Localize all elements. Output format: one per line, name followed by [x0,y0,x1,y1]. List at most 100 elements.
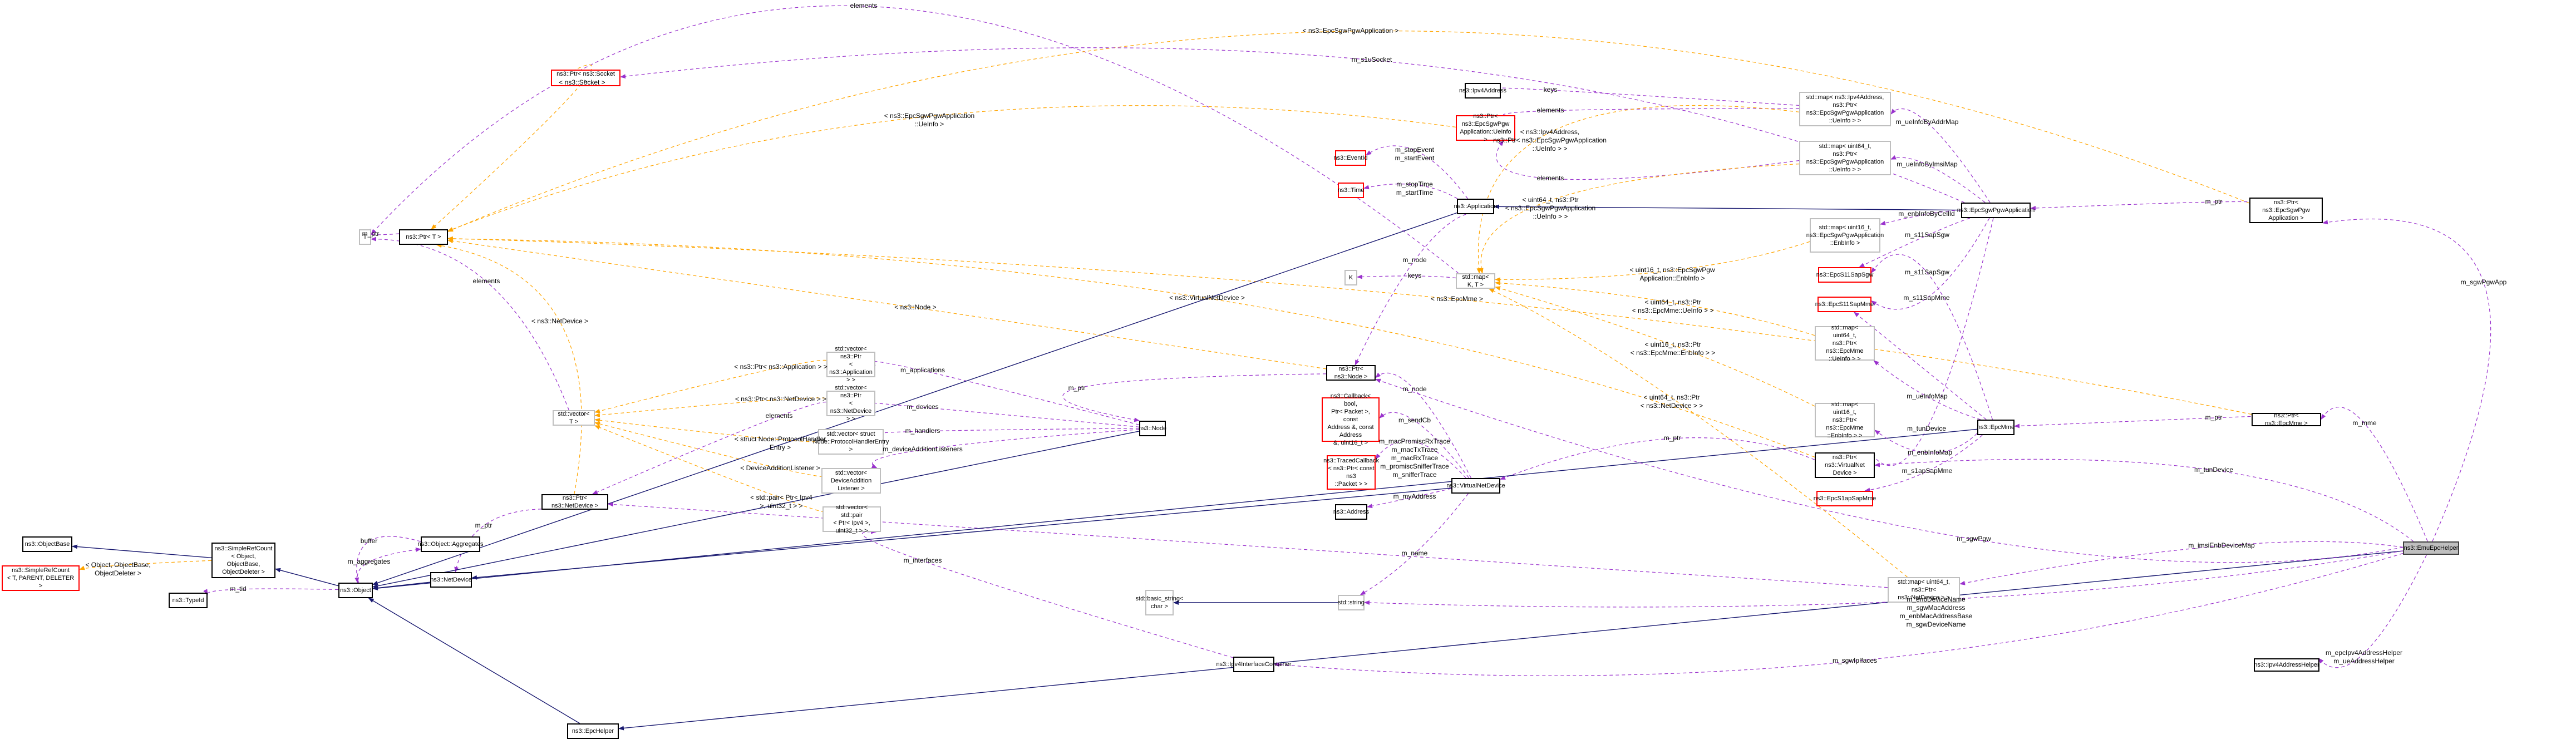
class-node-node[interactable]: ns3::Node [1139,421,1166,436]
class-node-epc-mme[interactable]: ns3::EpcMme [1977,420,2014,435]
edge-usage-emu-epc-helper-to-ptr-vnd [1874,459,2414,542]
class-node-ptr-node[interactable]: ns3::Ptr< ns3::Node > [1326,365,1376,381]
class-node-s11-sap-mme[interactable]: ns3::EpcS11SapMme [1815,297,1874,312]
class-node-epc-helper[interactable]: ns3::EpcHelper [567,723,619,739]
class-node-ptr-epc-mme[interactable]: ns3::Ptr< ns3::EpcMme > [2252,412,2321,427]
class-node-src-t[interactable]: ns3::SimpleRefCount < T, PARENT, DELETER… [2,565,80,591]
class-node-map-cell-enb[interactable]: std::map< uint16_t, ns3::EpcSgwPgwApplic… [1806,218,1884,253]
edge-label: m_imsiEnbDeviceMap [2188,541,2255,549]
edge-usage-emu-epc-helper-to-std-string [1364,550,2403,608]
class-node-ptr-t[interactable]: ns3::Ptr< T > [399,229,448,245]
class-node-vec-app[interactable]: std::vector< ns3::Ptr < ns3::Application… [826,346,875,383]
class-node-map-mme-ue[interactable]: std::map< uint64_t, ns3::Ptr< ns3::EpcMm… [1815,324,1875,362]
edge-label: < uint64_t, ns3::Ptr < ns3::NetDevice > … [1640,393,1703,410]
class-node-traced-cb[interactable]: ns3::TracedCallback < ns3::Ptr< const ns… [1323,455,1379,490]
edge-usage-map-addr-ue-to-ipv4-address [1494,86,1800,106]
edge-template-map-mme-ue-to-map-kt [1495,280,1815,336]
edge-label: m_ptr [1663,434,1681,442]
edge-label: < ns3::Socket > [559,78,605,86]
class-node-application[interactable]: ns3::Application [1454,199,1497,214]
edge-usage-node-to-vec-dev [870,400,1140,427]
class-node-ipv4-addr-helper[interactable]: ns3::Ipv4AddressHelper [2254,658,2319,672]
class-node-address[interactable]: ns3::Address [1333,504,1369,520]
class-node-virtual-net-device[interactable]: ns3::VirtualNetDevice [1446,478,1505,494]
class-node-vec-phe[interactable]: std::vector< struct Node::ProtocolHandle… [813,429,889,455]
edge-template-vec-pair-to-vec-t [594,425,826,513]
class-node-object[interactable]: ns3::Object [338,583,373,598]
edge-template-map-mme-enb-to-map-kt [1495,286,1815,407]
edge-label: m_node [1402,256,1427,264]
edge-usage-sgw-pgw-app-to-s11-sap-sgw [1859,218,1970,268]
edge-label: m_tid [230,585,247,593]
class-node-vec-dev[interactable]: std::vector< ns3::Ptr < ns3::NetDevice >… [826,385,875,422]
edge-usage-node-to-vec-dal [871,429,1140,469]
edge-usage-emu-epc-helper-to-ipv4-if-cont [1274,553,2403,676]
class-node-basic-string[interactable]: std::basic_string< char > [1136,590,1183,615]
class-node-emu-epc-helper[interactable]: ns3::EmuEpcHelper [2403,541,2459,555]
edge-label: m_name [1401,549,1428,557]
edge-usage-object-to-type-id [203,588,339,595]
class-node-std-string[interactable]: std::string [1338,595,1365,610]
class-node-vec-t[interactable]: std::vector< T > [553,410,595,426]
edge-label: elements [765,412,793,420]
edge-usage-map-kt-to-t [371,5,1459,274]
class-node-type-id[interactable]: ns3::TypeId [169,593,208,608]
class-node-ptr-sgw-pgw-app[interactable]: ns3::Ptr< ns3::EpcSgwPgw Application > [2249,198,2323,223]
class-node-ptr-ue-info[interactable]: ns3::Ptr< ns3::EpcSgwPgw Application::Ue… [1456,113,1515,143]
class-node-map-mme-enb[interactable]: std::map< uint16_t, ns3::Ptr< ns3::EpcMm… [1815,401,1875,439]
edge-usage-epc-mme-to-map-mme-enb [1874,430,1978,454]
edge-usage-application-to-ptr-node [1355,214,1466,366]
edge-label: m_sgwIpIfaces [1832,657,1878,664]
class-node-time[interactable]: ns3::Time [1338,183,1364,198]
class-node-aggregates[interactable]: ns3::Object::Aggregates [418,536,484,552]
edge-usage-map-imsi-dev-to-ptr-net-device [608,502,1888,588]
class-node-ipv4-address[interactable]: ns3::Ipv4Address [1459,83,1506,98]
class-node-s1ap-sap-mme[interactable]: ns3::EpcS1apSapMme [1814,491,1876,506]
edge-label: m_sendCb [1398,416,1431,424]
class-node-t[interactable]: T [359,229,371,245]
edge-inheritance-sgw-pgw-app-to-application [1494,204,1962,211]
edge-label: m_enbDeviceName m_sgwMacAddress m_enbMac… [1899,595,1973,628]
class-node-callback[interactable]: ns3::Callback< bool, Ptr< Packet >, cons… [1322,393,1380,446]
edge-label: elements [1536,174,1564,182]
class-node-map-imsi-ue[interactable]: std::map< uint64_t, ns3::Ptr< ns3::EpcSg… [1799,141,1891,175]
class-node-ptr-vnd[interactable]: ns3::Ptr< ns3::VirtualNet Device > [1815,452,1875,478]
class-node-map-imsi-dev[interactable]: std::map< uint64_t, ns3::Ptr< ns3::NetDe… [1888,577,1960,603]
edge-usage-emu-epc-helper-to-ipv4-addr-helper [2318,554,2427,668]
edge-label: m_sgwPgw [1957,535,1991,543]
edge-label: m_ptr [475,521,492,529]
class-node-map-kt[interactable]: std::map< K, T > [1456,273,1495,289]
edge-usage-sgw-pgw-app-to-ptr-vnd [1870,218,1994,466]
edge-label: < uint64_t, ns3::Ptr < ns3::EpcMme::UeIn… [1632,298,1714,314]
edge-usage-epc-mme-to-s11-sap-mme [1853,312,1987,420]
class-node-src-obj[interactable]: ns3::SimpleRefCount < Object, ObjectBase… [211,543,275,578]
edge-template-vec-dal-to-vec-t [594,421,825,477]
edge-usage-ptr-node-to-node [1062,373,1327,422]
edge-label: keys [1407,272,1422,279]
edge-usage-sgw-pgw-app-to-map-cell-enb [1880,209,1962,225]
edge-inheritance-epc-mme-to-object [372,428,1978,591]
edge-usage-map-kt-to-k [1357,274,1456,279]
class-node-vec-dal[interactable]: std::vector< DeviceAddition Listener > [821,468,881,494]
edge-label: m_tunDevice [1907,425,1947,432]
edge-usage-virtual-net-device-to-address [1367,488,1452,509]
class-node-event-id[interactable]: ns3::EventId [1333,150,1368,166]
edge-template-ptr-ue-info-to-ptr-t [447,105,1456,231]
class-node-ptr-net-device[interactable]: ns3::Ptr< ns3::NetDevice > [541,494,608,510]
class-node-sgw-pgw-app[interactable]: ns3::EpcSgwPgwApplication [1957,203,2035,218]
class-node-ipv4-if-cont[interactable]: ns3::Ipv4InterfaceContainer [1216,657,1292,672]
class-node-map-addr-ue[interactable]: std::map< ns3::Ipv4Address, ns3::Ptr< ns… [1799,92,1891,126]
class-node-s11-sap-sgw[interactable]: ns3::EpcS11SapSgw [1816,267,1873,283]
class-node-net-device[interactable]: ns3::NetDevice [430,572,472,588]
edge-template-vec-phe-to-vec-t [594,418,823,442]
class-node-object-base[interactable]: ns3::ObjectBase [22,536,72,552]
edge-label: m_stopEvent m_startEvent [1395,146,1435,162]
class-node-k[interactable]: K [1344,270,1357,285]
edge-label: m_mme [2352,419,2377,427]
class-node-ptr-socket[interactable]: ns3::Ptr< ns3::Socket > [551,70,620,86]
edge-usage-emu-epc-helper-to-ptr-epc-mme [2321,407,2428,542]
edge-template-ptr-socket-to-ptr-t [431,64,593,230]
edge-usage-virtual-net-device-to-std-string [1360,493,1469,595]
class-node-vec-pair[interactable]: std::vector< std::pair < Ptr< Ipv4 >, ui… [822,504,881,534]
